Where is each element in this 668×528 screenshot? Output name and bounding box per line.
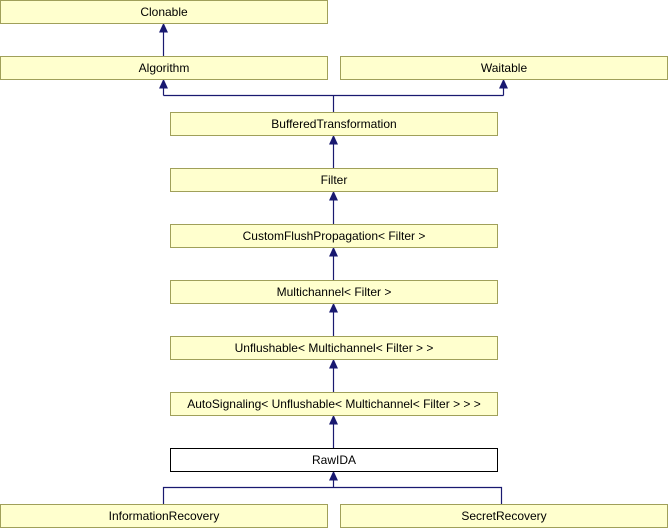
node-multichannel[interactable]: Multichannel< Filter > [170,280,498,304]
node-information-recovery[interactable]: InformationRecovery [0,504,328,528]
arrowhead-waitable [499,78,508,89]
arrowhead-unflushable [329,358,338,369]
arrowhead-rawida [329,470,338,481]
node-unflushable[interactable]: Unflushable< Multichannel< Filter > > [170,336,498,360]
node-buffered-transformation[interactable]: BufferedTransformation [170,112,498,136]
arrowhead-algorithm [159,78,168,89]
node-filter[interactable]: Filter [170,168,498,192]
arrowhead-filter [329,190,338,201]
arrowhead-autosignaling [329,414,338,425]
arrowhead-multichannel [329,302,338,313]
node-clonable[interactable]: Clonable [0,0,328,24]
arrowhead-bufferedtransformation [329,134,338,145]
node-raw-ida: RawIDA [170,448,498,472]
node-auto-signaling[interactable]: AutoSignaling< Unflushable< Multichannel… [170,392,498,416]
arrowhead-customflushpropagation [329,246,338,257]
edge-bufferedtransformation-split [162,87,505,112]
node-custom-flush-propagation[interactable]: CustomFlushPropagation< Filter > [170,224,498,248]
edge-children-rawida [162,479,503,504]
arrowhead-clonable [159,22,168,33]
node-waitable[interactable]: Waitable [340,56,668,80]
node-secret-recovery[interactable]: SecretRecovery [340,504,668,528]
node-algorithm[interactable]: Algorithm [0,56,328,80]
